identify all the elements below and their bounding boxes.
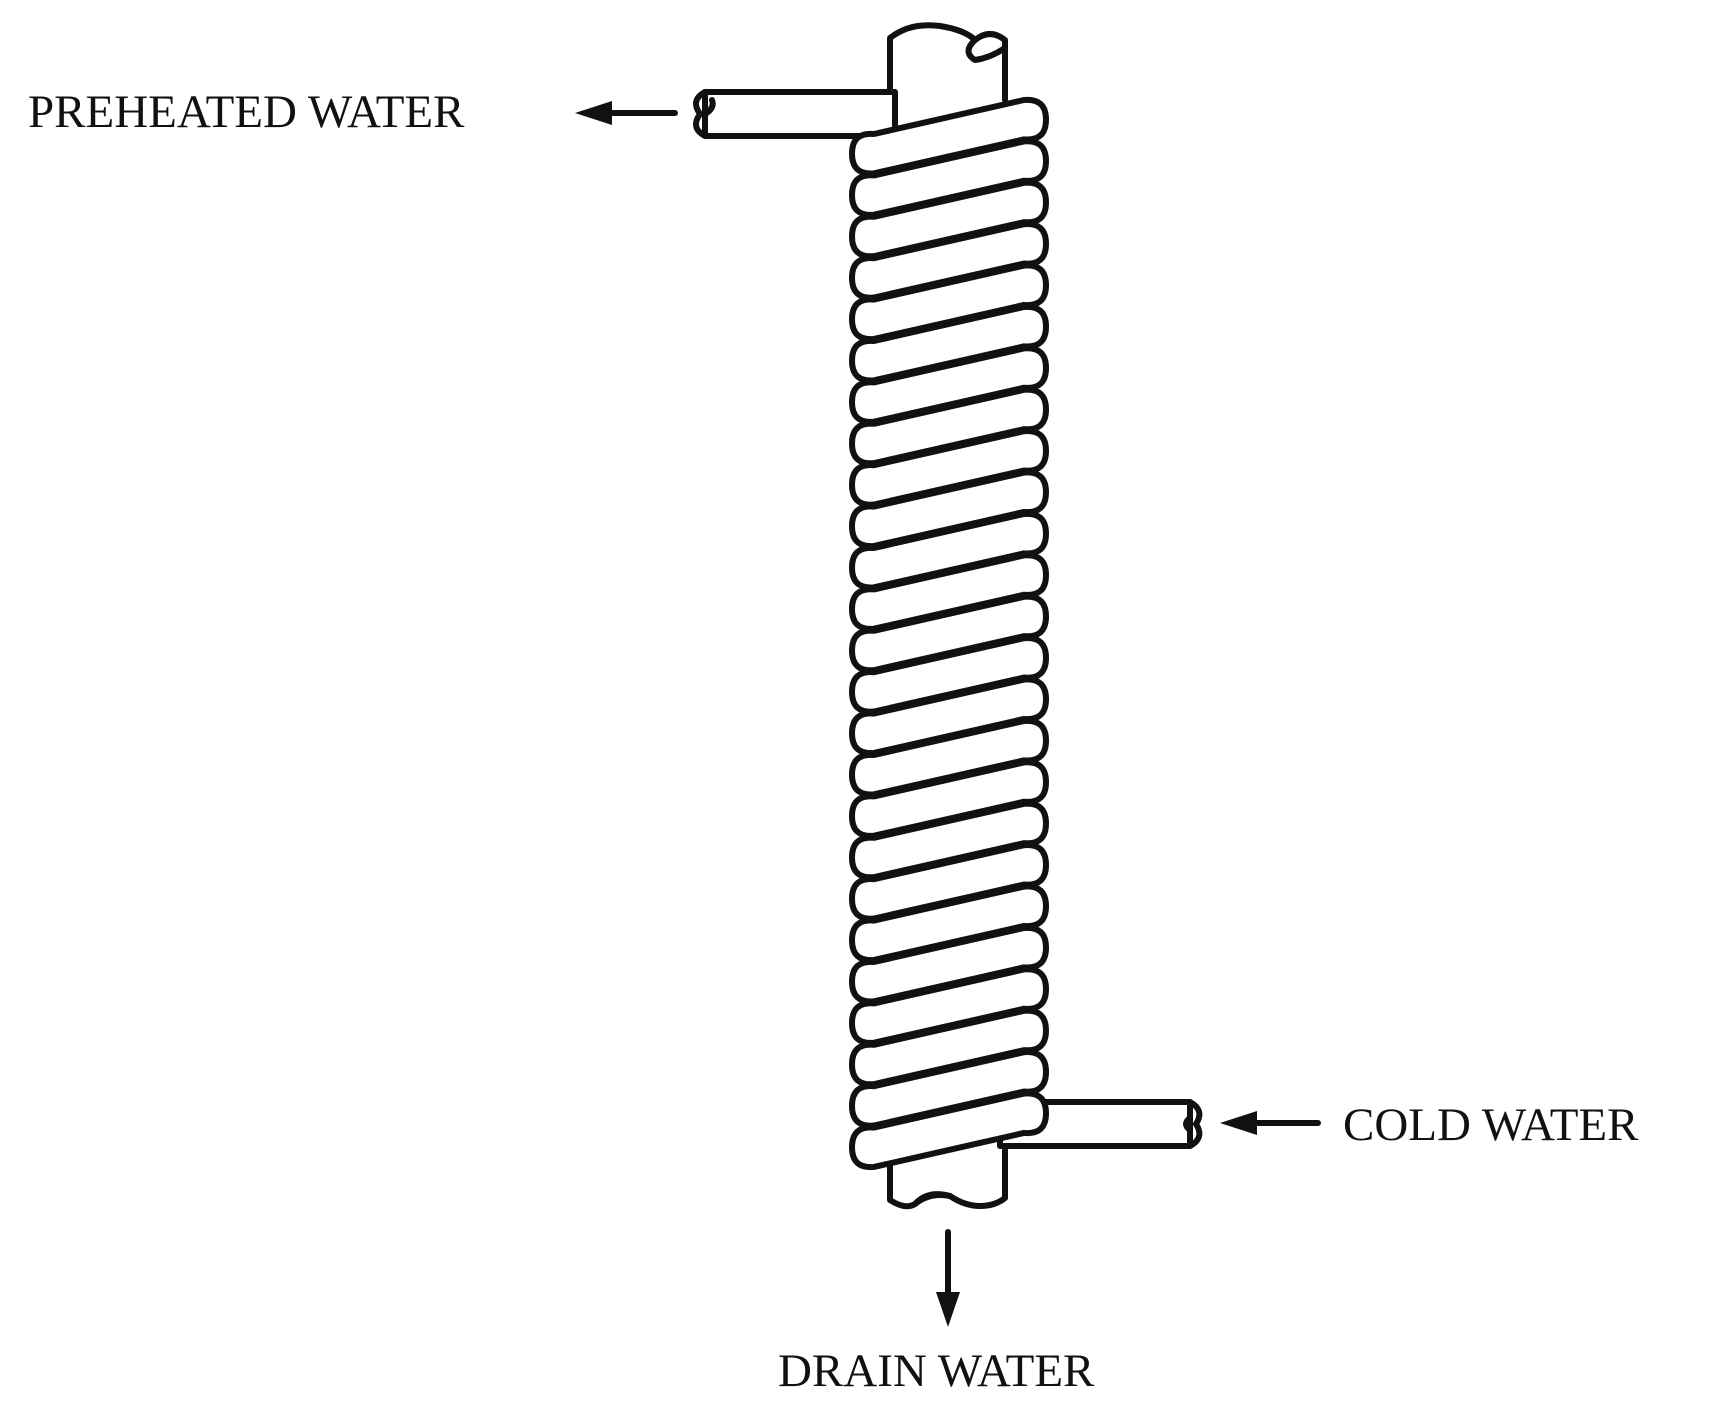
cold-water-arrow — [1220, 1111, 1321, 1135]
helical-coil — [849, 96, 1049, 1171]
drain-water-label: DRAIN WATER — [778, 1345, 1095, 1397]
preheated-arrow — [575, 101, 678, 125]
drain-arrow — [936, 1229, 960, 1327]
preheated-water-label: PREHEATED WATER — [28, 86, 465, 138]
outlet-tube — [693, 89, 898, 139]
drain-pipe — [887, 22, 1008, 1210]
coil-turn — [849, 1090, 1049, 1171]
cold-water-label: COLD WATER — [1343, 1099, 1639, 1151]
